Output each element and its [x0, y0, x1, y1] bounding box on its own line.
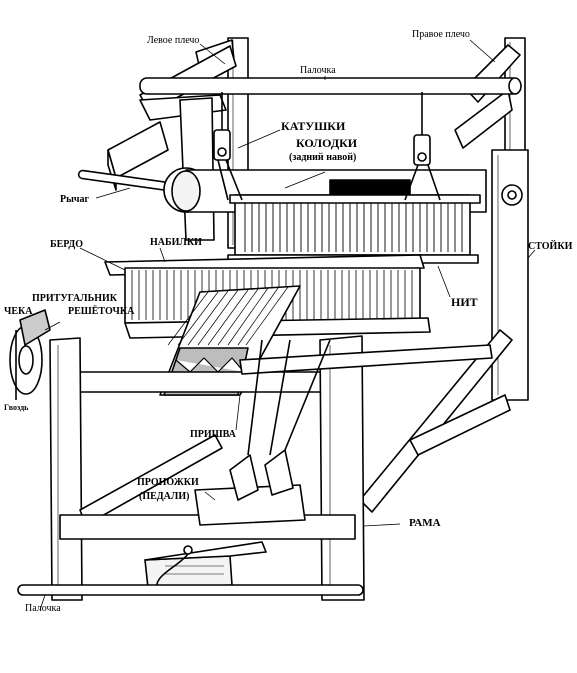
label-blocks: КОЛОДКИ: [296, 136, 358, 150]
label-heddles: НИТ: [451, 295, 478, 309]
label-warp-tie: ПРИШВА: [190, 429, 236, 440]
label-breast-beam: ПРИТУГАЛЬНИК: [32, 293, 118, 304]
front-right-upright: [319, 335, 365, 601]
label-batten: НАБИЛКИ: [150, 237, 202, 248]
label-left-shoulder: Левое плечо: [147, 35, 200, 46]
side-braces: [359, 329, 513, 513]
label-reed: БЕРДО: [50, 239, 83, 250]
label-right-shoulder: Правое плечо: [412, 29, 470, 40]
label-nail: Гвоздь: [4, 403, 29, 412]
right-middle-post: [491, 149, 529, 401]
label-ratchet: РЕШЁТОЧКА: [68, 306, 135, 317]
label-uprights: СТОЙКИ: [528, 241, 573, 252]
pulley-left: [213, 92, 243, 201]
treadles: [194, 339, 331, 526]
label-spools: КАТУШКИ: [281, 119, 346, 133]
label-top-stick: Палочка: [300, 65, 336, 76]
pulley-right: [404, 92, 441, 201]
front-left-upright: [49, 337, 83, 601]
label-lever: Рычаг: [60, 194, 90, 205]
breast-beam-assembly: [9, 309, 51, 400]
label-bottom-stick: Палочка: [25, 603, 61, 614]
bottom-stick: [17, 584, 364, 596]
label-frame: РАМА: [409, 517, 441, 529]
label-pin: ЧЕКА: [4, 306, 33, 317]
label-treadles-1: ПРОНОЖКИ: [137, 477, 199, 488]
label-treadles-2: (ПЕДАЛИ): [139, 491, 190, 502]
leader-lines: [39, 39, 536, 611]
label-back-beam: (задний навой): [289, 152, 357, 163]
top-stick: [139, 77, 522, 95]
